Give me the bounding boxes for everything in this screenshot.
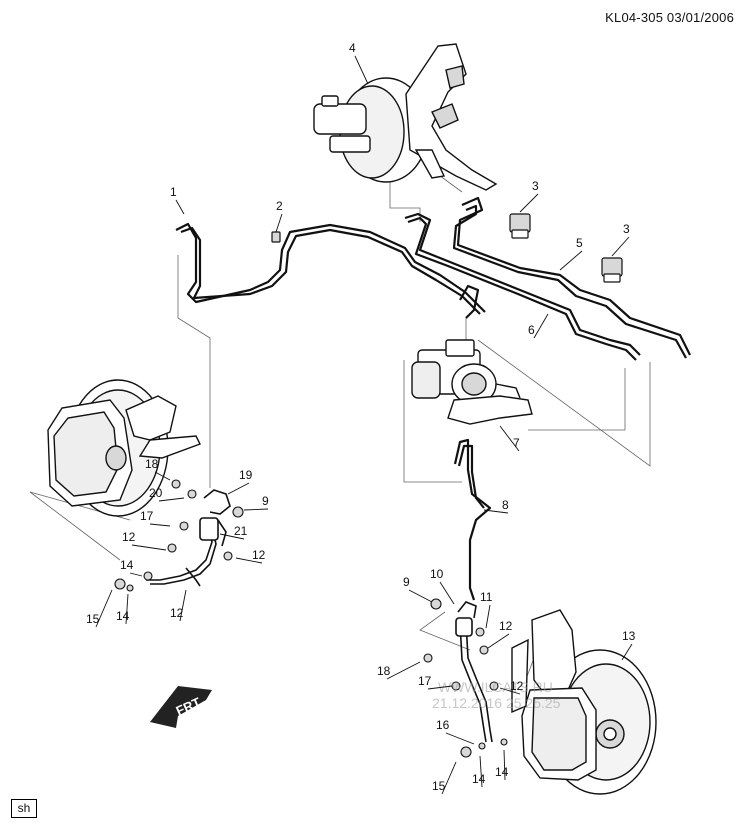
callout-leader bbox=[95, 589, 113, 628]
callout-label-21: 21 bbox=[234, 524, 248, 538]
callout-leader bbox=[499, 425, 520, 452]
callout-leader bbox=[441, 761, 457, 795]
callout-label-12: 12 bbox=[499, 619, 513, 633]
booster-assembly bbox=[313, 43, 498, 191]
callout-label-9: 9 bbox=[262, 494, 269, 508]
callout-label-13: 13 bbox=[622, 629, 636, 643]
callout-leader bbox=[154, 471, 171, 481]
callout-label-9: 9 bbox=[403, 575, 410, 589]
callout-label-7: 7 bbox=[513, 436, 520, 450]
callout-leader bbox=[386, 661, 421, 680]
right-front-brake bbox=[511, 609, 657, 795]
watermark: WWW.ILCATS.RU 21.12.2016 25.25.25 bbox=[432, 679, 561, 711]
callout-label-19: 19 bbox=[239, 468, 253, 482]
callout-label-5: 5 bbox=[576, 236, 583, 250]
callout-label-15: 15 bbox=[86, 612, 100, 626]
left-front-brake bbox=[47, 379, 201, 517]
callout-leader bbox=[129, 572, 143, 577]
callout-label-6: 6 bbox=[528, 323, 535, 337]
callout-label-18: 18 bbox=[377, 664, 391, 678]
callout-leader bbox=[408, 589, 433, 603]
callout-leader bbox=[479, 755, 483, 788]
callout-label-18: 18 bbox=[145, 457, 159, 471]
callout-leader bbox=[519, 193, 539, 213]
callout-leader bbox=[439, 581, 455, 605]
abs-modulator bbox=[411, 339, 533, 425]
svg-text:WWW.ILCATS.RU: WWW.ILCATS.RU bbox=[438, 679, 553, 695]
callout-leader bbox=[427, 685, 453, 690]
callout-label-14: 14 bbox=[116, 609, 130, 623]
callout-leader bbox=[275, 213, 283, 233]
callout-leader bbox=[533, 313, 549, 339]
callout-leader bbox=[179, 589, 187, 622]
callout-label-16: 16 bbox=[436, 718, 450, 732]
callout-leader bbox=[235, 557, 263, 564]
right-brake-hose bbox=[455, 601, 493, 743]
callout-leader bbox=[611, 236, 630, 257]
callout-label-15: 15 bbox=[432, 779, 446, 793]
svg-text:21.12.2016 25.25.25: 21.12.2016 25.25.25 bbox=[432, 695, 561, 711]
callout-label-11: 11 bbox=[480, 590, 493, 604]
callout-leader bbox=[559, 250, 583, 271]
callout-label-1: 1 bbox=[170, 185, 177, 199]
callout-leader bbox=[175, 199, 185, 215]
diagram-header: KL04-305 03/01/2006 bbox=[605, 10, 734, 25]
sh-label: sh bbox=[11, 799, 37, 818]
callout-leader bbox=[227, 482, 250, 495]
callout-label-3: 3 bbox=[532, 179, 539, 193]
callout-label-20: 20 bbox=[149, 486, 163, 500]
callout-leader bbox=[487, 633, 510, 649]
callout-label-12: 12 bbox=[510, 679, 524, 693]
callout-label-17: 17 bbox=[418, 674, 432, 688]
callout-leader bbox=[445, 732, 475, 745]
callout-leader bbox=[485, 604, 491, 629]
callout-leader bbox=[499, 687, 521, 695]
callout-label-12: 12 bbox=[252, 548, 266, 562]
callout-leader bbox=[483, 509, 509, 514]
callout-label-14: 14 bbox=[472, 772, 486, 786]
callout-label-2: 2 bbox=[276, 199, 283, 213]
callout-label-10: 10 bbox=[430, 567, 444, 581]
callout-leader bbox=[354, 55, 369, 85]
brake-pipes bbox=[175, 196, 691, 601]
callout-leader bbox=[125, 593, 129, 625]
callout-leader bbox=[219, 533, 245, 540]
callout-label-8: 8 bbox=[502, 498, 509, 512]
callout-label-12: 12 bbox=[170, 606, 184, 620]
callout-label-14: 14 bbox=[120, 558, 134, 572]
pipe-clips bbox=[271, 213, 623, 283]
callout-label-12: 12 bbox=[122, 530, 136, 544]
left-brake-hose bbox=[146, 489, 231, 587]
front-direction-arrow: FRT bbox=[150, 686, 212, 728]
callout-leader bbox=[503, 749, 506, 781]
callout-label-14: 14 bbox=[495, 765, 509, 779]
callout-leader bbox=[131, 544, 167, 551]
callout-leader bbox=[158, 497, 185, 502]
callout-leader bbox=[243, 508, 269, 511]
callout-label-17: 17 bbox=[140, 509, 154, 523]
callout-label-3: 3 bbox=[623, 222, 630, 236]
callout-label-4: 4 bbox=[349, 41, 356, 55]
callout-leader bbox=[621, 643, 633, 661]
fasteners bbox=[114, 479, 508, 758]
callout-leader bbox=[149, 523, 171, 527]
